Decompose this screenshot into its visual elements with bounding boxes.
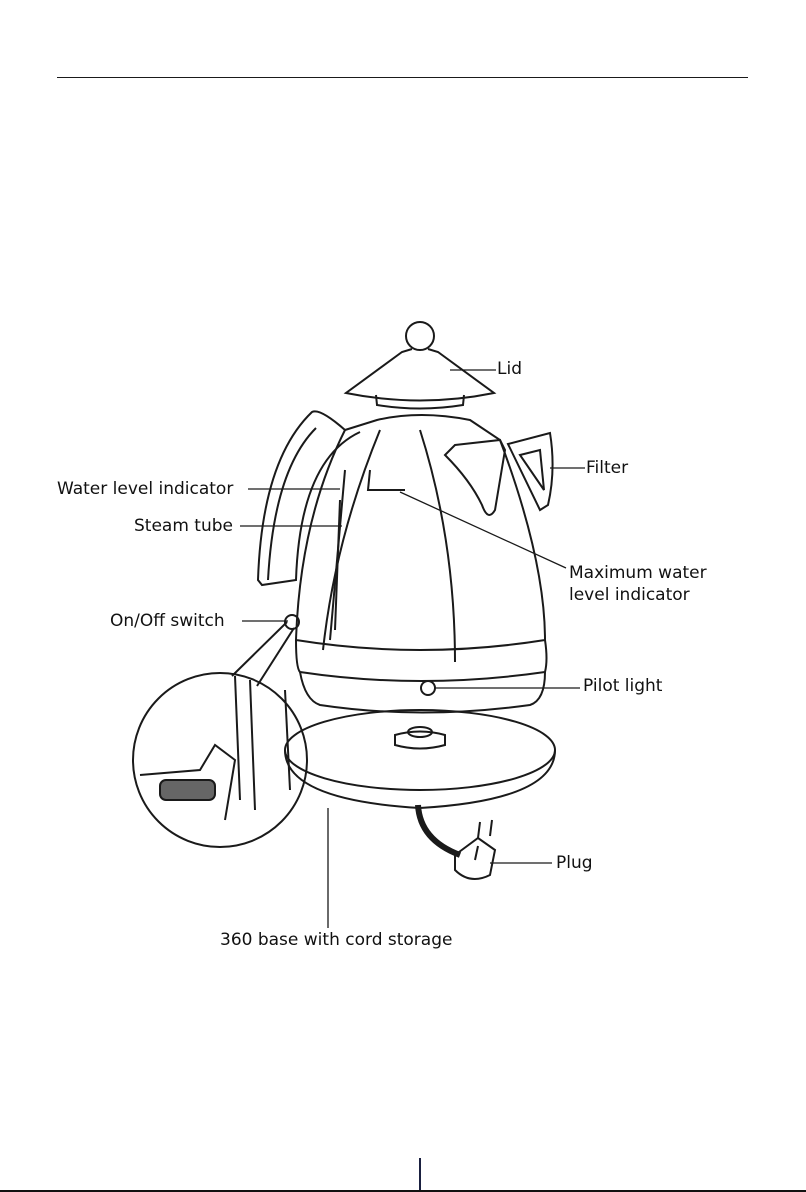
label-plug: Plug — [556, 853, 593, 873]
footer-divider — [419, 1158, 421, 1192]
label-max-water-2: level indicator — [569, 585, 690, 605]
switch-detail-magnifier — [132, 621, 308, 848]
base-illustration — [284, 709, 556, 880]
label-max-water-1: Maximum water — [569, 563, 707, 583]
label-pilot-light: Pilot light — [583, 676, 663, 696]
header-rule — [57, 77, 748, 78]
kettle-body-illustration — [256, 410, 554, 714]
footer-rule — [0, 1190, 806, 1192]
label-water-level-indicator: Water level indicator — [57, 479, 234, 499]
lid-illustration — [343, 321, 497, 410]
label-steam-tube: Steam tube — [134, 516, 233, 536]
label-base: 360 base with cord storage — [220, 930, 453, 950]
label-lid: Lid — [497, 359, 522, 379]
label-filter: Filter — [586, 458, 629, 478]
label-on-off-switch: On/Off switch — [110, 611, 225, 631]
